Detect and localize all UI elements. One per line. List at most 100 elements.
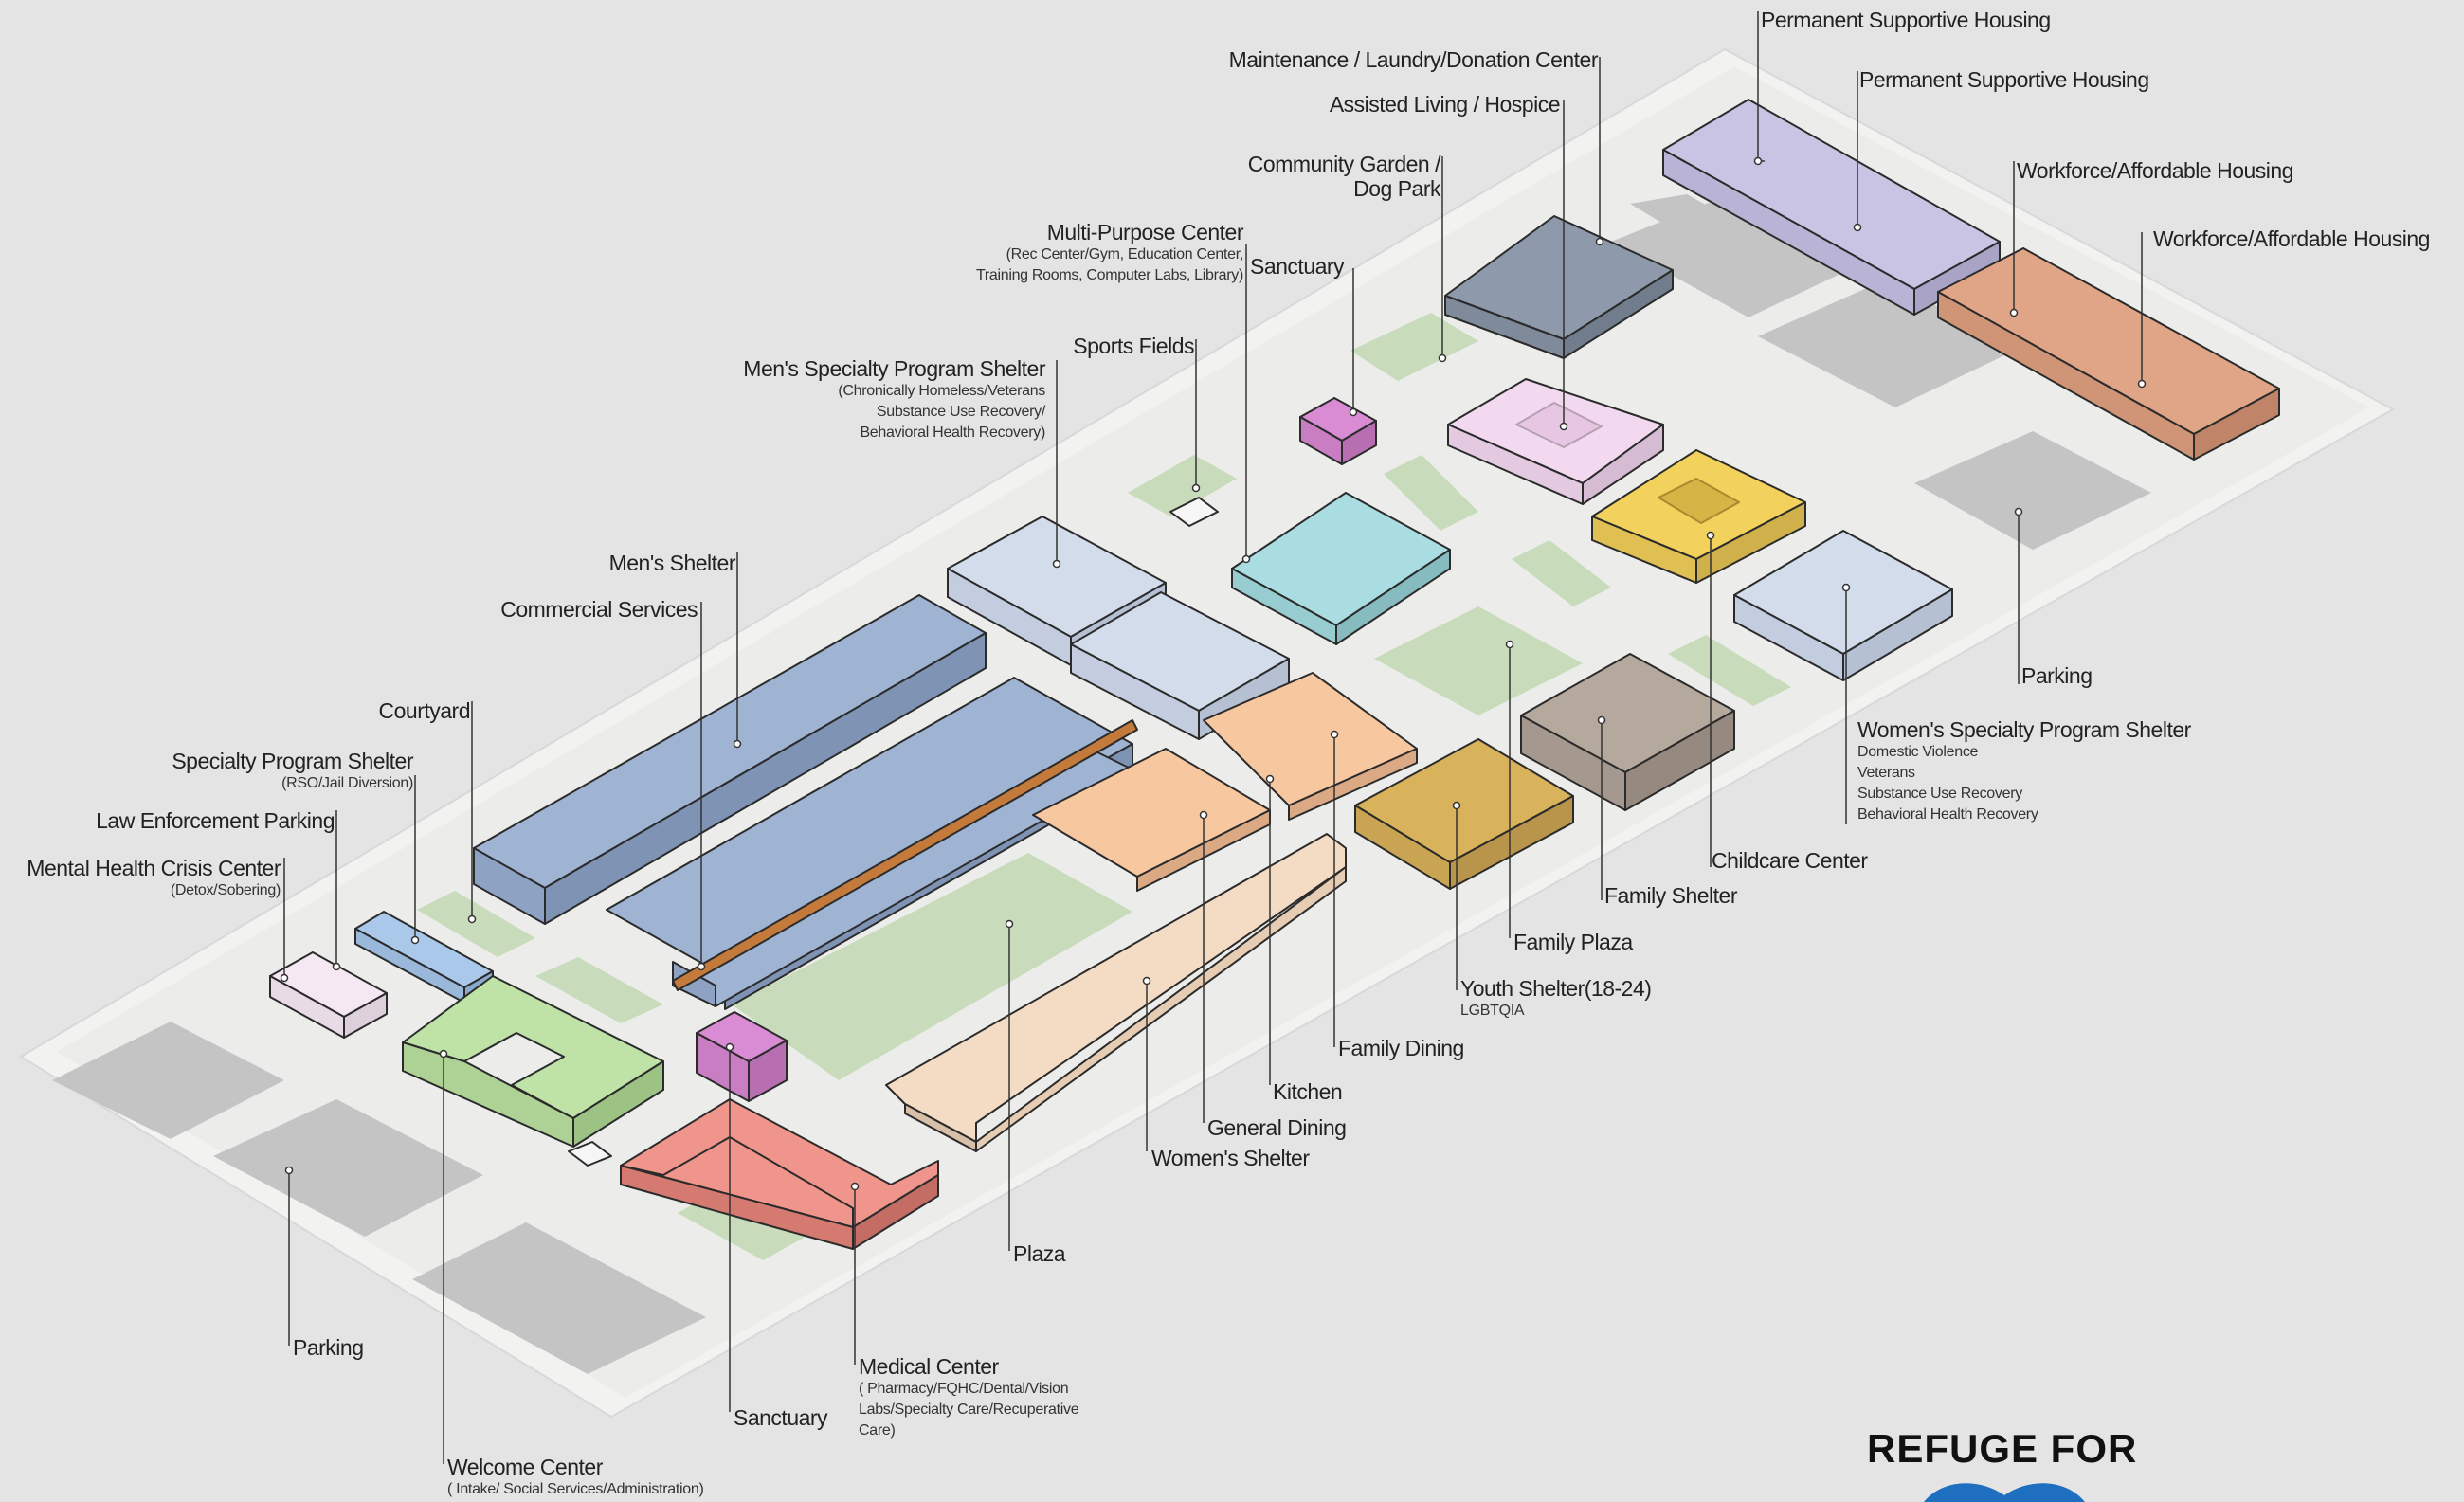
maintenance-building [1444, 215, 1674, 359]
leader-dots [280, 156, 2147, 1191]
sanctuary-building-bottom [696, 1011, 788, 1102]
medical-center-building [620, 1098, 939, 1250]
courtyard-lawn [417, 891, 535, 957]
label-maintenance: Maintenance / Laundry/Donation Center [1228, 47, 1599, 72]
label-welcome-center: Welcome Center ( Intake/ Social Services… [447, 1455, 704, 1500]
label-womens-specialty-sub3: Substance Use Recovery [1857, 786, 2022, 802]
leader-dot [467, 914, 477, 924]
label-kitchen: Kitchen [1273, 1079, 1343, 1104]
label-mens-specialty-sub2: Substance Use Recovery/ [876, 404, 1045, 420]
label-assisted-living: Assisted Living / Hospice [1329, 92, 1561, 117]
label-general-dining: General Dining [1207, 1115, 1347, 1140]
psh-building [1662, 99, 2001, 316]
label-multi-purpose-sub2: Training Rooms, Computer Labs, Library) [975, 267, 1243, 283]
label-womens-specialty: Women's Specialty Program Shelter Domest… [1857, 717, 2191, 825]
label-specialty-program-title: Specialty Program Shelter [172, 749, 413, 773]
green-spaces [417, 313, 1791, 1260]
label-sanctuary-bottom: Sanctuary [734, 1405, 828, 1430]
leader-dot [2014, 507, 2023, 516]
label-womens-specialty-sub2: Veterans [1857, 765, 1915, 781]
family-plaza-lawn [1374, 606, 1583, 715]
green-strip [1384, 455, 1478, 531]
family-shelter-building [1520, 653, 1735, 811]
label-womens-shelter: Women's Shelter [1151, 1146, 1310, 1170]
label-mental-health-title: Mental Health Crisis Center [27, 856, 281, 880]
leader-dot [332, 962, 341, 971]
leader-dot [1265, 774, 1275, 784]
parking-lot [412, 1222, 706, 1374]
brand-title: REFUGE FOR [1867, 1426, 2138, 1471]
parking-lot [52, 1022, 284, 1139]
label-community-garden-line1: Community Garden / [1247, 152, 1441, 176]
workforce-building [1937, 247, 2280, 461]
label-specialty-program-sub: (RSO/Jail Diversion) [281, 775, 413, 791]
leader-dot [1853, 223, 1862, 232]
leader-dot [1349, 407, 1358, 417]
leader-lines [283, 11, 2143, 1464]
label-courtyard: Courtyard [378, 698, 471, 723]
green-strip [535, 957, 663, 1023]
label-psh-1: Permanent Supportive Housing [1761, 8, 2051, 32]
label-mens-specialty-sub1: (Chronically Homeless/Veterans [838, 383, 1045, 399]
label-plaza: Plaza [1013, 1241, 1066, 1266]
label-multi-purpose-sub1: (Rec Center/Gym, Education Center, [1006, 246, 1244, 262]
label-law-enforcement-parking: Law Enforcement Parking [96, 808, 335, 833]
mental-health-building [269, 951, 388, 1039]
leader-dot [697, 962, 706, 971]
plaza-lawn [732, 853, 1132, 1080]
sports-field [1128, 455, 1237, 516]
leader-dot [1199, 810, 1208, 820]
childcare-building [1591, 449, 1806, 584]
label-family-plaza: Family Plaza [1513, 930, 1633, 954]
leader-dot [1452, 801, 1461, 810]
label-community-garden-line2: Dog Park [1353, 176, 1440, 201]
leader-dot [1052, 559, 1061, 569]
leader-dot [725, 1042, 734, 1052]
parking-lot [1914, 431, 2151, 550]
welcome-center-building [402, 975, 664, 1148]
commercial-strip [672, 719, 1138, 991]
label-multi-purpose-title: Multi-Purpose Center [1046, 220, 1244, 244]
sanctuary-building-top [1299, 397, 1377, 465]
leader-dot [439, 1049, 448, 1059]
parking-lot [1630, 194, 1730, 232]
label-sanctuary-top: Sanctuary [1250, 254, 1345, 279]
label-childcare: Childcare Center [1712, 848, 1868, 873]
leader-dot [1597, 715, 1606, 725]
parking-lot [1758, 280, 2019, 407]
leader-dot [410, 935, 420, 945]
parking-lots [52, 194, 2151, 1374]
leader-dot [1142, 976, 1151, 986]
assisted-living-building [1447, 378, 1664, 505]
leader-dot [1595, 237, 1604, 246]
label-mental-health: Mental Health Crisis Center (Detox/Sober… [9, 856, 281, 901]
leader-dot [1841, 583, 1851, 592]
mens-shelter-building [473, 594, 1133, 1010]
green-strip [1512, 540, 1611, 606]
leader-dot [280, 973, 289, 983]
brand-logo-mark [1924, 1483, 2085, 1502]
leader-dot [1505, 640, 1514, 649]
label-specialty-program: Specialty Program Shelter (RSO/Jail Dive… [114, 749, 413, 794]
label-medical-center: Medical Center ( Pharmacy/FQHC/Dental/Vi… [859, 1354, 1079, 1441]
leader-dot [1241, 554, 1251, 564]
label-workforce-2: Workforce/Affordable Housing [2153, 226, 2430, 251]
leader-dot [1706, 531, 1715, 540]
leader-dot [1753, 156, 1763, 166]
leader-dot [1191, 483, 1201, 493]
label-youth-shelter-title: Youth Shelter(18-24) [1460, 976, 1652, 1001]
label-parking-right: Parking [2021, 663, 2093, 688]
leader-dot [1005, 919, 1014, 929]
label-womens-specialty-sub1: Domestic Violence [1857, 744, 1979, 760]
label-family-dining: Family Dining [1338, 1036, 1464, 1060]
label-parking-left: Parking [293, 1335, 364, 1360]
label-medical-center-sub2: Labs/Specialty Care/Recuperative [859, 1402, 1079, 1418]
womens-shelter-building [885, 833, 1347, 1152]
leader-dot [1330, 730, 1339, 739]
leader-dot [1559, 422, 1568, 431]
label-mens-shelter: Men's Shelter [608, 551, 736, 575]
parking-lot [213, 1099, 483, 1237]
label-commercial: Commercial Services [500, 597, 698, 622]
